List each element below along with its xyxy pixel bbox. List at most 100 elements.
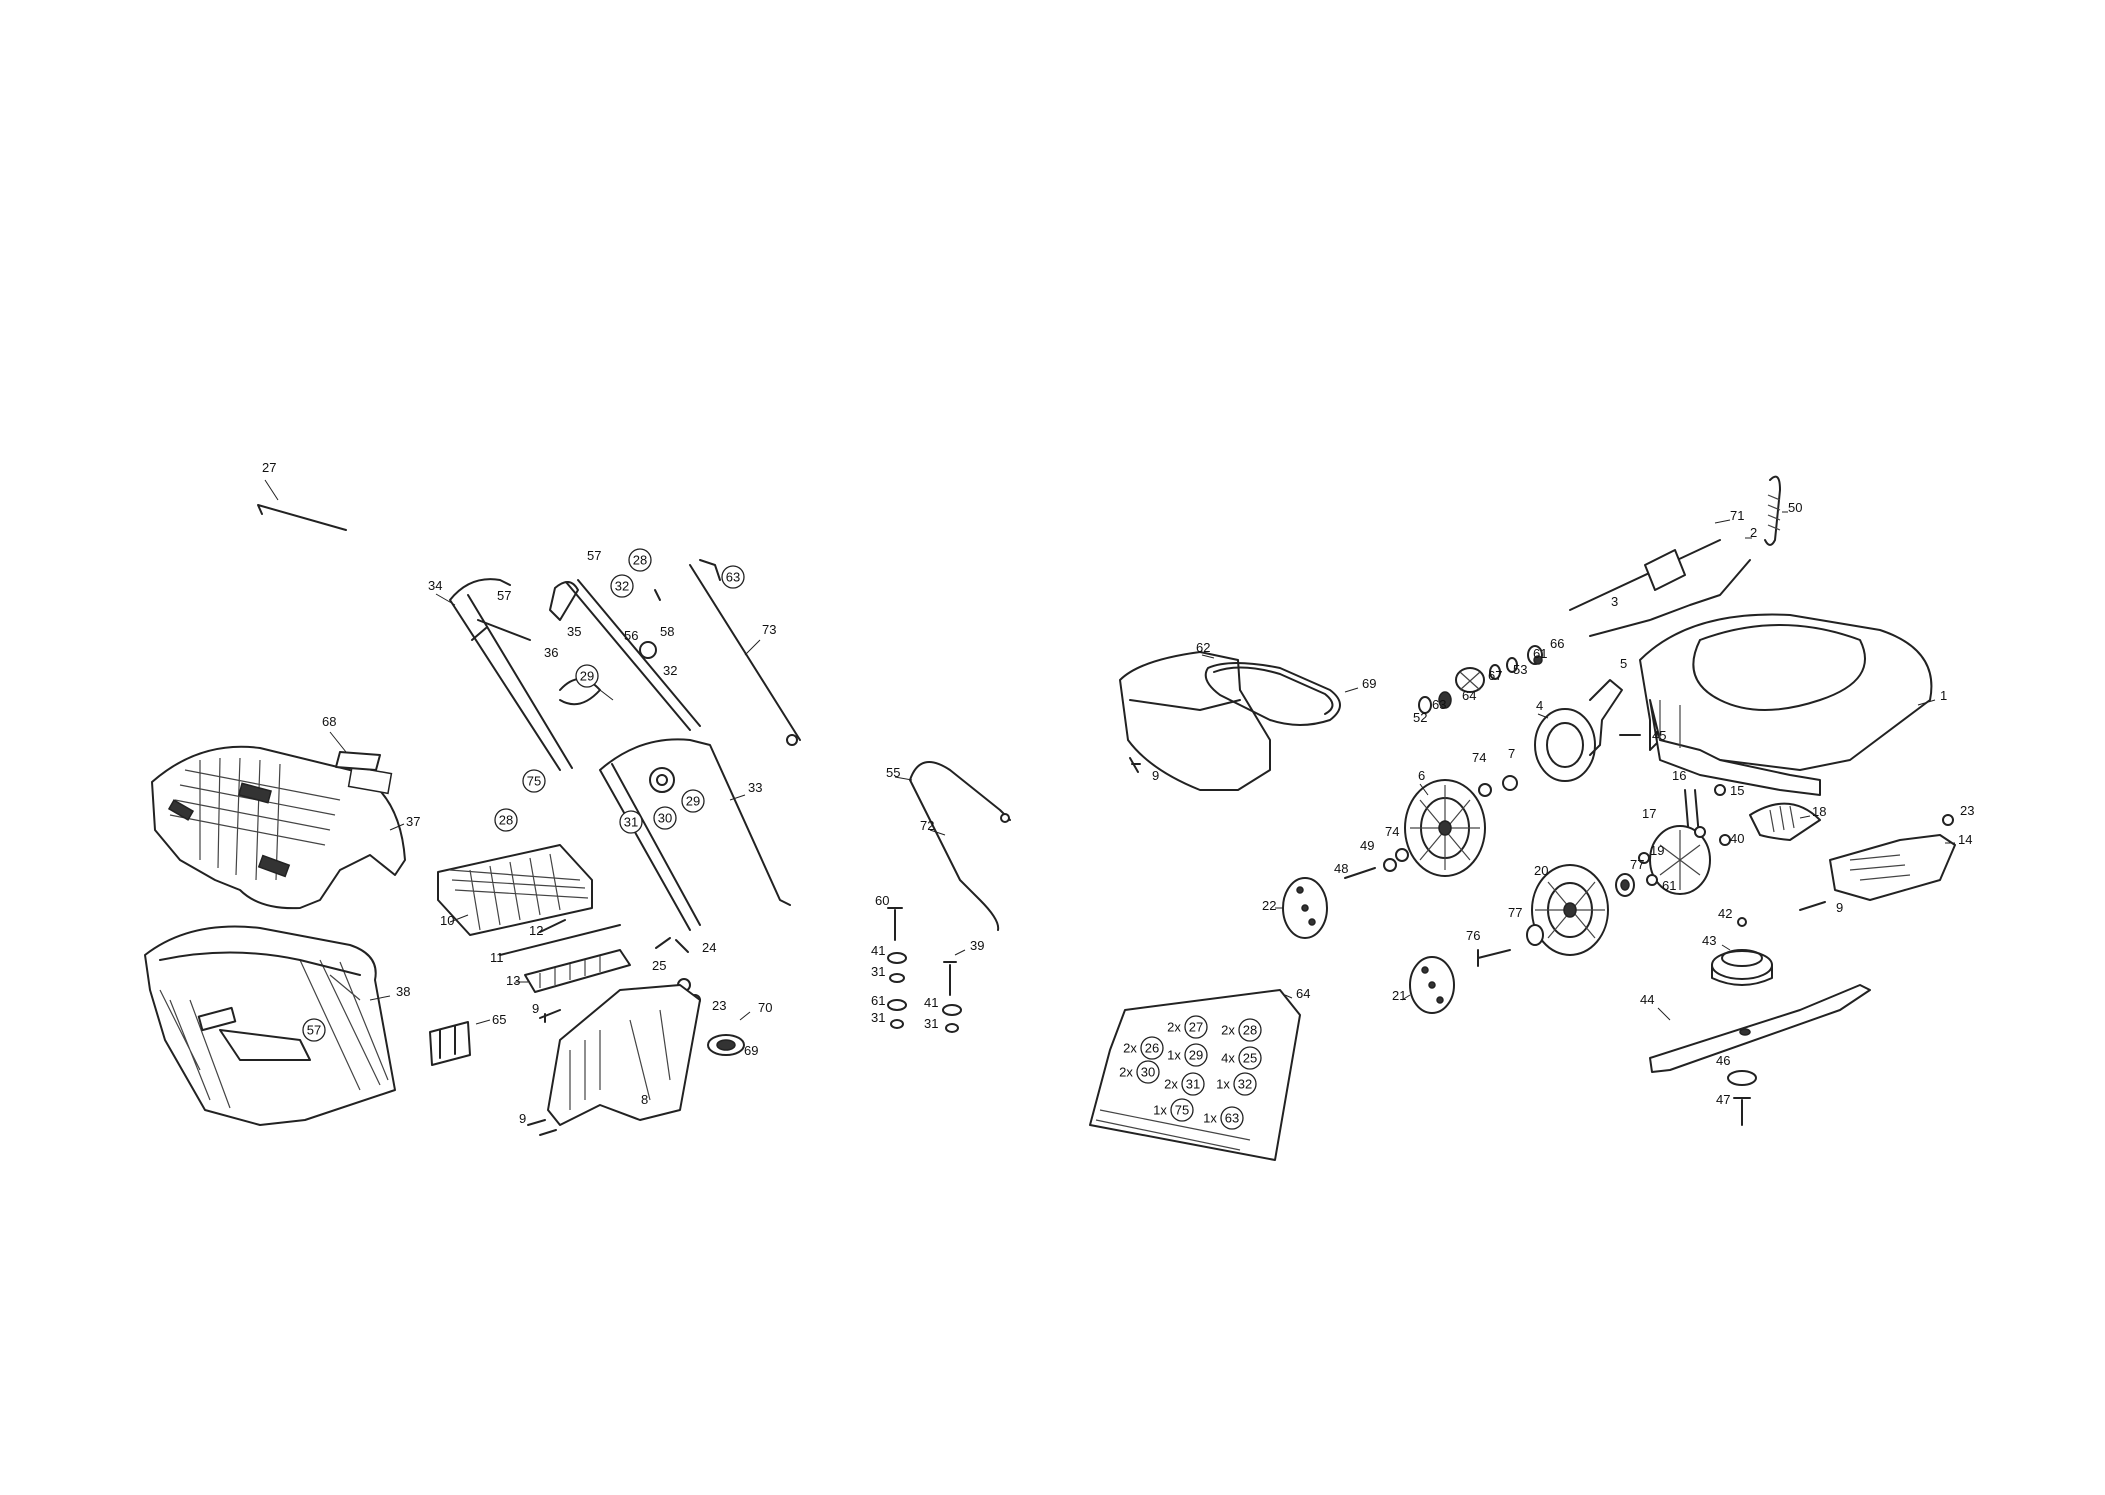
bag-frame-cover-part: [151, 731, 406, 910]
circle-marker: [628, 548, 652, 572]
part-number-label: 65: [492, 1012, 506, 1027]
circled-number-text: 32: [615, 579, 629, 594]
circled-number-text: 28: [499, 813, 513, 828]
circle-marker: [522, 769, 546, 793]
part-number-label: 56: [624, 628, 638, 643]
part-number-label: 38: [396, 984, 410, 999]
circled-part-number: 31: [619, 810, 643, 834]
blade-bolt-part: [1727, 1070, 1757, 1126]
wheel-hub-4-part: [1534, 679, 1641, 782]
kit-quantity: 1x: [1167, 1048, 1181, 1063]
lower-handle-part: [599, 738, 791, 931]
circle-marker: [1233, 1072, 1257, 1096]
kit-part-number: 31: [1186, 1077, 1200, 1092]
part-number-label: 70: [758, 1000, 772, 1015]
circled-part-number: 75: [522, 769, 546, 793]
part-number-label: 22: [1262, 898, 1276, 913]
circle-marker: [494, 808, 518, 832]
kit-part-number: 25: [1243, 1051, 1257, 1066]
part-number-label: 9: [532, 1001, 539, 1016]
circled-part-number: 28: [494, 808, 518, 832]
rear-wheel-6-part: [1404, 779, 1486, 877]
part-number-label: 55: [886, 765, 900, 780]
part-number-label: 61: [1533, 646, 1547, 661]
part-number-label: 52: [1413, 710, 1427, 725]
kit-quantity: 2x: [1119, 1065, 1133, 1080]
circled-number-text: 57: [307, 1023, 321, 1038]
part-number-label: 14: [1958, 832, 1972, 847]
part-number-label: 37: [406, 814, 420, 829]
kit-part-number: 75: [1175, 1103, 1189, 1118]
circle-marker: [1184, 1043, 1208, 1067]
part-number-label: 1: [1940, 688, 1947, 703]
box-10-part: [437, 844, 593, 936]
front-axle-parts: [1401, 924, 1544, 1014]
part-number-label: 35: [567, 624, 581, 639]
kit-entry: 1x 29: [1167, 1043, 1208, 1067]
circle-marker: [1136, 1060, 1160, 1084]
kit-quantity: 1x: [1203, 1111, 1217, 1126]
kit-entry: 1x 63: [1203, 1106, 1244, 1130]
part-number-label: 25: [652, 958, 666, 973]
kit-part-number: 29: [1189, 1048, 1203, 1063]
circled-part-number: 57: [302, 1018, 326, 1042]
kit-quantity: 4x: [1221, 1051, 1235, 1066]
kit-quantity: 1x: [1153, 1103, 1167, 1118]
part-number-label: 53: [1513, 662, 1527, 677]
kit-part-number: 30: [1141, 1065, 1155, 1080]
part-number-label: 19: [1650, 843, 1664, 858]
part-number-label: 9: [1152, 768, 1159, 783]
grass-bag-part: [144, 925, 396, 1126]
circled-number-text: 28: [633, 553, 647, 568]
circled-part-number: 29: [681, 789, 705, 813]
circle-marker: [1181, 1072, 1205, 1096]
circle-marker: [1184, 1015, 1208, 1039]
circled-number-text: 29: [686, 794, 700, 809]
part-number-label: 57: [497, 588, 511, 603]
bars-11-13-part: [499, 919, 631, 993]
height-bracket-part: [1684, 784, 1821, 851]
part-number-label: 23: [712, 998, 726, 1013]
circle-marker: [1170, 1098, 1194, 1122]
part-number-label: 43: [1702, 933, 1716, 948]
screw-9c-part: [1129, 757, 1141, 773]
kit-entry: 4x 25: [1221, 1046, 1262, 1070]
part-number-label: 15: [1730, 783, 1744, 798]
screws-9-part: [527, 1009, 561, 1136]
kit-entry: 1x 75: [1153, 1098, 1194, 1122]
bolt-stack-part: [887, 907, 966, 1033]
hex-key-part: [257, 479, 347, 531]
circle-marker: [681, 789, 705, 813]
part-number-label: 31: [871, 1010, 885, 1025]
circle-marker: [575, 664, 599, 688]
part-number-label: 2: [1750, 525, 1757, 540]
part-number-label: 74: [1385, 824, 1399, 839]
part-number-label: 73: [762, 622, 776, 637]
part-number-label: 18: [1812, 804, 1826, 819]
part-number-label: 3: [1611, 594, 1618, 609]
clip-65-part: [429, 1019, 491, 1066]
circled-part-number: 28: [628, 548, 652, 572]
height-adjust-axle-part: [1569, 475, 1788, 637]
kit-part-number: 63: [1225, 1111, 1239, 1126]
part-number-label: 45: [1652, 728, 1666, 743]
circle-marker: [653, 806, 677, 830]
part-number-label: 68: [322, 714, 336, 729]
part-number-label: 21: [1392, 988, 1406, 1003]
cutting-blade-44-part: [1649, 984, 1871, 1073]
axle-bolts-part: [1344, 775, 1518, 879]
part-number-label: 57: [587, 548, 601, 563]
part-number-label: 20: [1534, 863, 1548, 878]
front-wheel-20-part: [1531, 864, 1658, 956]
kit-entry: 2x 30: [1119, 1060, 1160, 1084]
circled-part-number: 30: [653, 806, 677, 830]
part-number-label: 69: [1362, 676, 1376, 691]
part-number-label: 10: [440, 913, 454, 928]
